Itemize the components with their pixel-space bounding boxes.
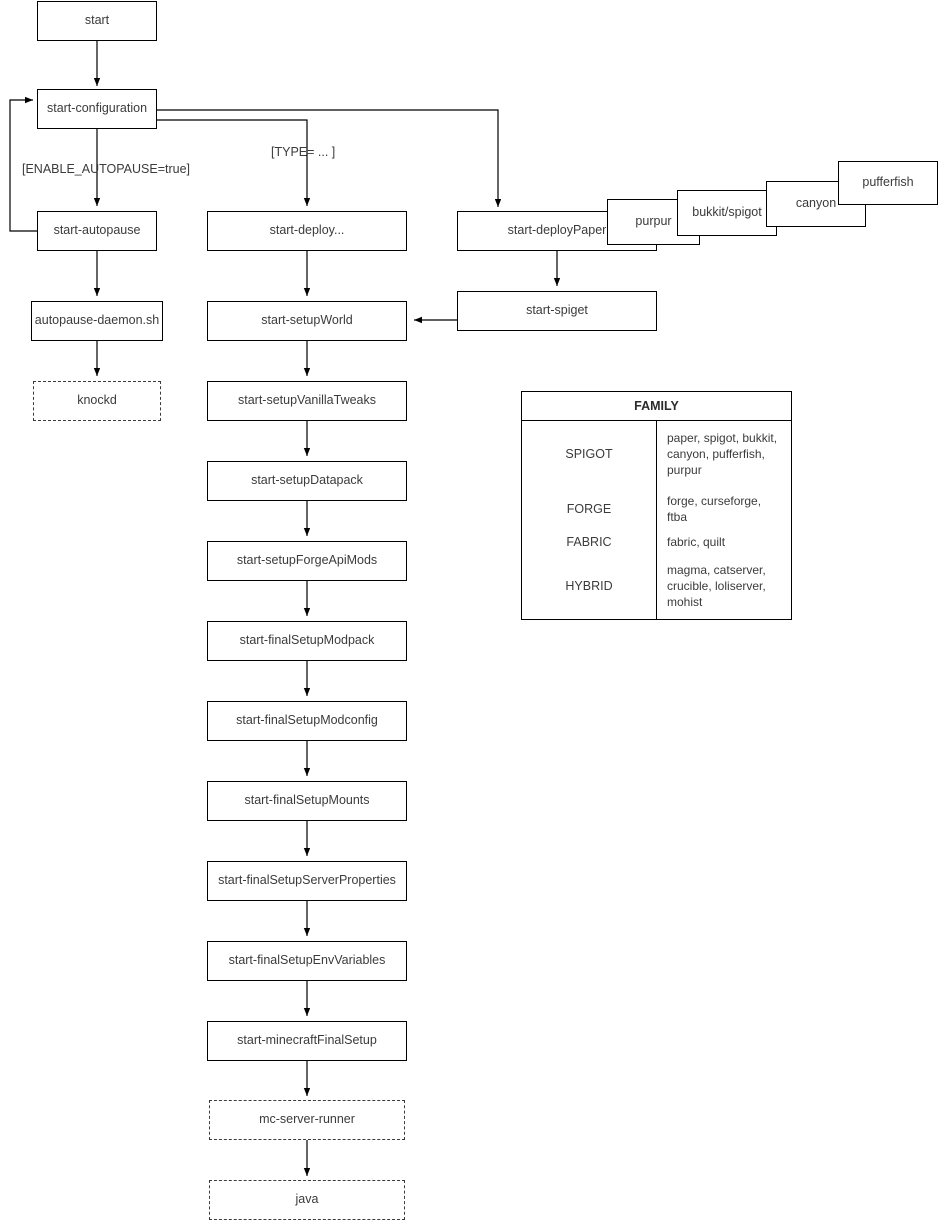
node-start-label: start bbox=[84, 13, 110, 28]
node-start-setup-vanilla-tweaks[interactable]: start-setupVanillaTweaks bbox=[207, 381, 407, 421]
family-value-spigot: paper, spigot, bukkit, canyon, pufferfis… bbox=[667, 430, 778, 478]
node-start-final-setup-mounts-label: start-finalSetupMounts bbox=[244, 793, 370, 808]
node-start[interactable]: start bbox=[37, 1, 157, 41]
family-table-body: SPIGOT paper, spigot, bukkit, canyon, pu… bbox=[522, 420, 791, 619]
node-start-minecraft-final-setup-label: start-minecraftFinalSetup bbox=[237, 1033, 377, 1048]
edge-label-type: [TYPE= ... ] bbox=[271, 145, 335, 159]
node-start-minecraft-final-setup[interactable]: start-minecraftFinalSetup bbox=[207, 1021, 407, 1061]
node-start-setup-forge-api-mods[interactable]: start-setupForgeApiMods bbox=[207, 541, 407, 581]
node-java-label: java bbox=[295, 1192, 319, 1207]
family-table-header: FAMILY bbox=[522, 392, 791, 421]
node-canyon-label: canyon bbox=[795, 196, 837, 211]
node-start-configuration[interactable]: start-configuration bbox=[37, 89, 157, 129]
node-start-final-setup-env-variables-label: start-finalSetupEnvVariables bbox=[228, 953, 386, 968]
table-row: FABRIC fabric, quilt bbox=[522, 531, 791, 554]
node-pufferfish-label: pufferfish bbox=[862, 175, 914, 190]
node-start-autopause-label: start-autopause bbox=[53, 223, 141, 238]
node-autopause-daemon-label: autopause-daemon.sh bbox=[34, 313, 160, 328]
node-start-deploy-label: start-deploy... bbox=[269, 223, 345, 238]
node-start-setup-forge-api-mods-label: start-setupForgeApiMods bbox=[236, 553, 378, 568]
node-start-final-setup-server-properties[interactable]: start-finalSetupServerProperties bbox=[207, 861, 407, 901]
node-start-setup-world-label: start-setupWorld bbox=[261, 313, 353, 328]
family-table: FAMILY SPIGOT paper, spigot, bukkit, can… bbox=[521, 391, 792, 620]
node-start-setup-datapack[interactable]: start-setupDatapack bbox=[207, 461, 407, 501]
table-row: SPIGOT paper, spigot, bukkit, canyon, pu… bbox=[522, 420, 791, 488]
table-row: FORGE forge, curseforge, ftba bbox=[522, 487, 791, 532]
node-mc-server-runner-label: mc-server-runner bbox=[259, 1112, 355, 1127]
family-value-forge: forge, curseforge, ftba bbox=[667, 493, 762, 525]
node-start-setup-vanilla-tweaks-label: start-setupVanillaTweaks bbox=[237, 393, 377, 408]
node-start-final-setup-server-properties-label: start-finalSetupServerProperties bbox=[218, 873, 396, 888]
node-start-final-setup-env-variables[interactable]: start-finalSetupEnvVariables bbox=[207, 941, 407, 981]
node-java[interactable]: java bbox=[209, 1180, 405, 1220]
node-knockd-label: knockd bbox=[77, 393, 117, 408]
node-start-deploy[interactable]: start-deploy... bbox=[207, 211, 407, 251]
node-start-deploy-paper-label: start-deployPaper bbox=[507, 223, 607, 238]
node-pufferfish[interactable]: pufferfish bbox=[838, 161, 938, 205]
table-row: HYBRID magma, catserver, crucible, lolis… bbox=[522, 553, 791, 619]
node-start-final-setup-modconfig[interactable]: start-finalSetupModconfig bbox=[207, 701, 407, 741]
node-start-spiget-label: start-spiget bbox=[526, 303, 588, 318]
node-autopause-daemon[interactable]: autopause-daemon.sh bbox=[31, 301, 163, 341]
node-knockd[interactable]: knockd bbox=[33, 381, 161, 421]
edge-label-enable-autopause: [ENABLE_AUTOPAUSE=true] bbox=[22, 162, 190, 176]
node-start-final-setup-modconfig-label: start-finalSetupModconfig bbox=[236, 713, 378, 728]
family-value-hybrid: magma, catserver, crucible, loliserver, … bbox=[667, 562, 766, 610]
node-start-autopause[interactable]: start-autopause bbox=[37, 211, 157, 251]
family-key-hybrid: HYBRID bbox=[522, 553, 657, 619]
node-start-final-setup-modpack[interactable]: start-finalSetupModpack bbox=[207, 621, 407, 661]
node-start-final-setup-modpack-label: start-finalSetupModpack bbox=[239, 633, 375, 648]
node-start-setup-datapack-label: start-setupDatapack bbox=[251, 473, 363, 488]
family-key-spigot: SPIGOT bbox=[522, 420, 657, 488]
family-value-fabric: fabric, quilt bbox=[667, 534, 726, 549]
edge-label-type-text: [TYPE= ... ] bbox=[271, 145, 336, 159]
family-key-forge: FORGE bbox=[522, 487, 657, 532]
node-start-setup-world[interactable]: start-setupWorld bbox=[207, 301, 407, 341]
node-start-final-setup-mounts[interactable]: start-finalSetupMounts bbox=[207, 781, 407, 821]
node-start-configuration-label: start-configuration bbox=[46, 101, 148, 116]
family-table-header-row: FAMILY bbox=[522, 392, 791, 421]
node-bukkit-spigot[interactable]: bukkit/spigot bbox=[677, 190, 777, 236]
node-bukkit-spigot-label: bukkit/spigot bbox=[692, 205, 762, 220]
edge-label-enable-autopause-text: [ENABLE_AUTOPAUSE=true] bbox=[22, 162, 191, 176]
node-purpur-label: purpur bbox=[635, 214, 672, 229]
node-start-spiget[interactable]: start-spiget bbox=[457, 291, 657, 331]
family-key-fabric: FABRIC bbox=[522, 531, 657, 554]
node-mc-server-runner[interactable]: mc-server-runner bbox=[209, 1100, 405, 1140]
